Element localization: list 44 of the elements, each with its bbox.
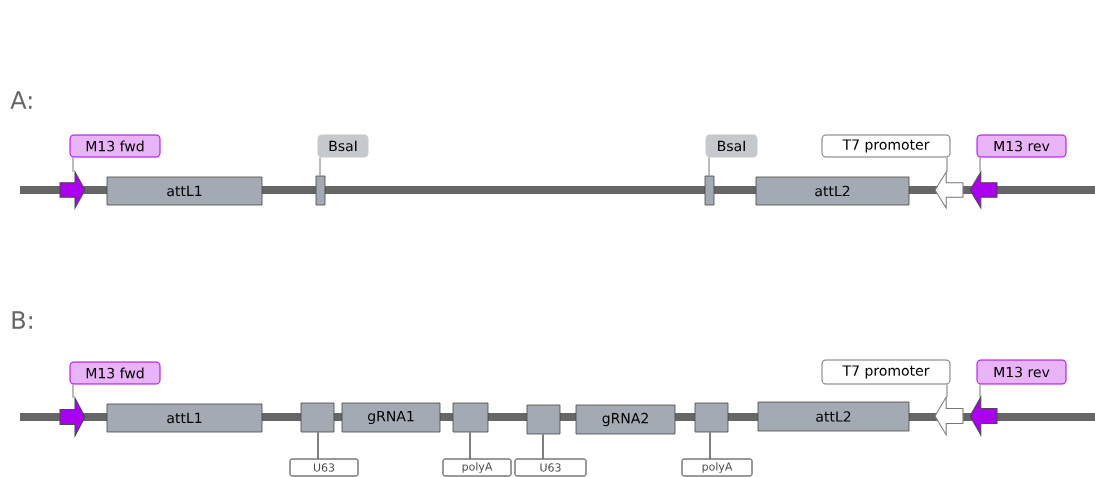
leader-line xyxy=(979,384,981,398)
feature-tag: U63 xyxy=(289,458,359,477)
site-marker xyxy=(704,175,715,206)
panel-label: B: xyxy=(12,311,32,329)
leader-line xyxy=(708,157,710,177)
leader-line xyxy=(946,157,948,173)
leader-line xyxy=(319,157,321,177)
leader-line xyxy=(72,157,74,173)
feature-box xyxy=(452,402,489,433)
primer-site-marker xyxy=(969,171,998,209)
promoter-site-marker xyxy=(934,396,964,436)
leader-line xyxy=(72,384,74,399)
feature-label: BsaI xyxy=(317,134,369,158)
feature-label: T7 promoter xyxy=(821,359,951,385)
feature-box: gRNA1 xyxy=(341,402,441,433)
primer-site-marker xyxy=(59,397,86,437)
feature-box xyxy=(526,404,561,435)
feature-label: BsaI xyxy=(705,134,758,158)
feature-box: attL2 xyxy=(757,401,910,432)
leader-line xyxy=(709,431,711,460)
feature-box xyxy=(300,402,335,433)
feature-box: attL1 xyxy=(106,176,263,206)
site-marker xyxy=(315,175,326,206)
feature-label: M13 rev xyxy=(976,359,1067,385)
leader-line xyxy=(317,431,319,460)
feature-box: attL2 xyxy=(755,176,910,206)
leader-line xyxy=(979,157,981,173)
panel-label: A: xyxy=(10,91,32,109)
feature-tag: polyA xyxy=(442,458,512,477)
feature-tag: U63 xyxy=(514,458,587,477)
feature-label: T7 promoter xyxy=(821,134,951,158)
feature-label: M13 fwd xyxy=(69,361,161,385)
promoter-site-marker xyxy=(934,171,964,209)
leader-line xyxy=(469,431,471,460)
feature-box: gRNA2 xyxy=(575,404,676,435)
feature-box: attL1 xyxy=(106,403,263,433)
primer-site-marker xyxy=(969,396,998,436)
feature-tag: polyA xyxy=(681,458,753,477)
feature-box xyxy=(694,402,729,433)
primer-site-marker xyxy=(59,171,86,209)
feature-label: M13 fwd xyxy=(69,134,161,158)
feature-label: M13 rev xyxy=(976,134,1067,158)
leader-line xyxy=(946,384,948,398)
leader-line xyxy=(542,433,544,460)
